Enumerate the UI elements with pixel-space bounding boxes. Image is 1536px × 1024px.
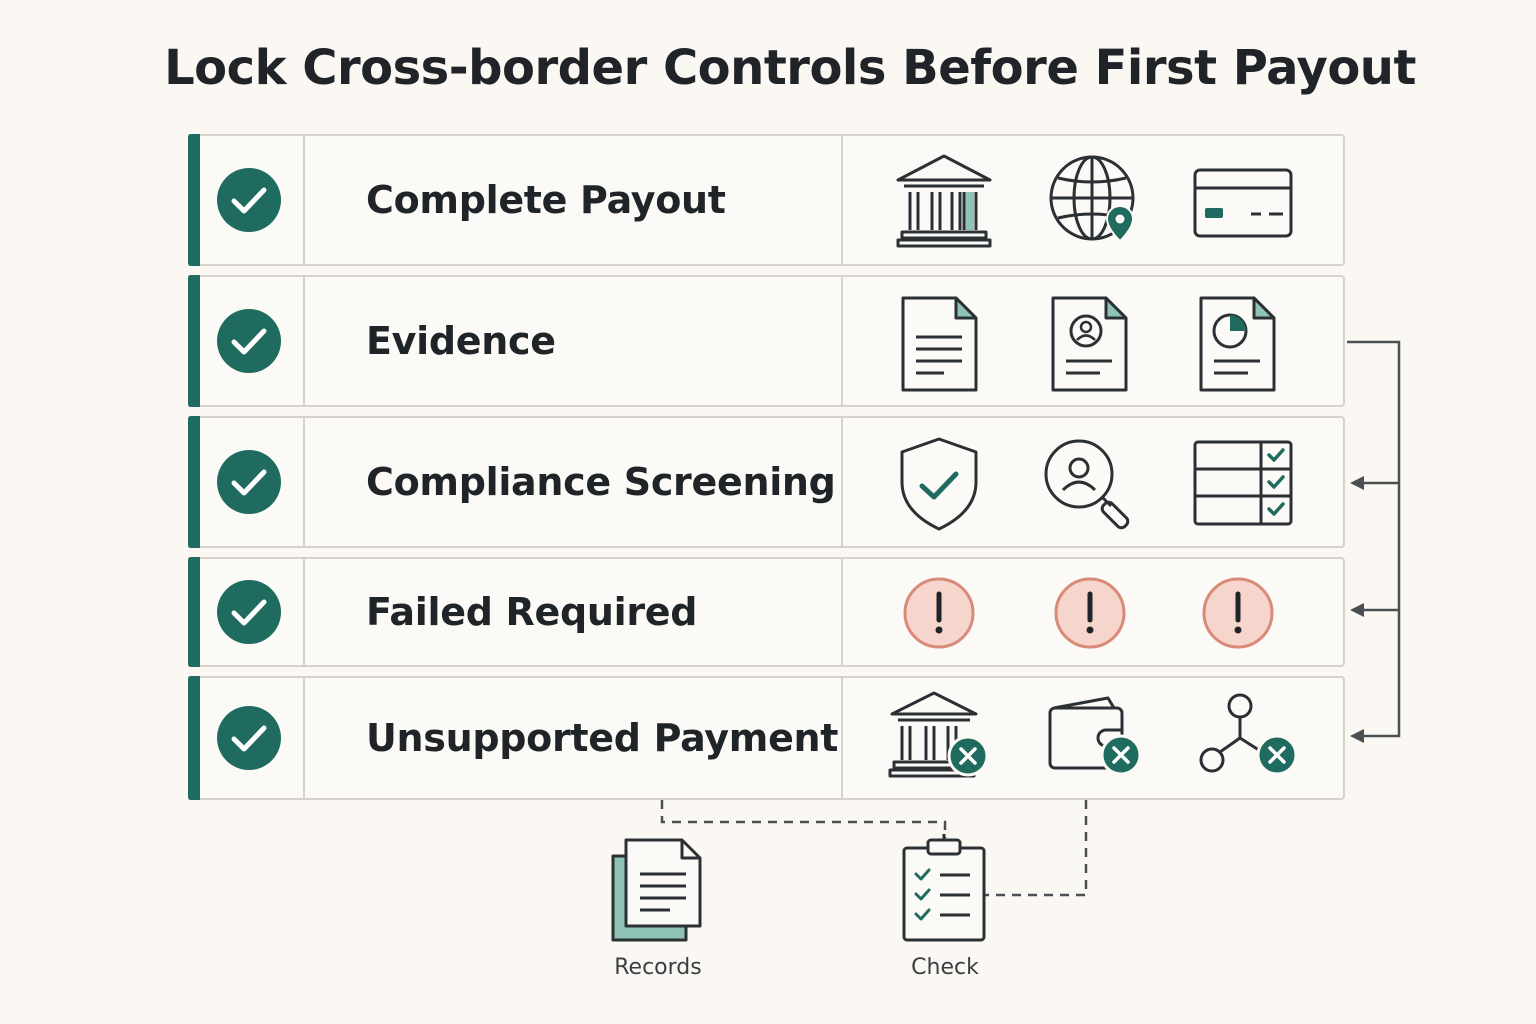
page-title: Lock Cross-border Controls Before First … <box>164 40 1416 96</box>
alert-icon <box>1202 577 1274 649</box>
check-circle-icon <box>217 309 281 373</box>
id-document-icon <box>1051 296 1128 392</box>
arrow-head <box>1350 476 1364 490</box>
row-divider <box>841 559 843 665</box>
dashed-connector <box>985 800 1088 897</box>
check-circle-icon <box>217 706 281 770</box>
person-search-icon <box>1044 439 1130 530</box>
row-accent-bar <box>188 676 200 800</box>
checklist-table-icon <box>1193 440 1293 526</box>
row-accent-bar <box>188 134 200 266</box>
row-divider <box>303 678 305 798</box>
row-divider <box>303 277 305 405</box>
row-label: Compliance Screening <box>366 460 836 504</box>
control-row-compliance-screening: Compliance Screening <box>188 416 1345 548</box>
row-accent-bar <box>188 416 200 548</box>
check-label: Check <box>911 955 979 980</box>
row-label: Evidence <box>366 319 556 363</box>
alert-icon <box>903 577 975 649</box>
check-circle-icon <box>217 168 281 232</box>
alert-icon <box>1054 577 1126 649</box>
clipboard-check-icon <box>902 834 986 942</box>
control-row-unsupported-payment: Unsupported Payment <box>188 676 1345 800</box>
bank-icon <box>896 154 992 248</box>
row-accent-bar <box>188 557 200 667</box>
report-document-icon <box>1199 296 1276 392</box>
check-circle-icon <box>217 580 281 644</box>
shield-check-icon <box>900 437 978 531</box>
document-icon <box>901 296 978 392</box>
control-row-complete-payout: Complete Payout <box>188 134 1345 266</box>
arrow-head <box>1350 729 1364 743</box>
wallet-blocked-icon <box>1048 696 1142 776</box>
bank-blocked-icon <box>888 691 989 778</box>
row-label: Failed Required <box>366 590 698 634</box>
row-label: Complete Payout <box>366 178 726 222</box>
network-blocked-icon <box>1199 693 1298 776</box>
feedback-connector <box>1347 340 1401 738</box>
records-label: Records <box>614 955 702 980</box>
row-divider <box>841 136 843 264</box>
control-row-evidence: Evidence <box>188 275 1345 407</box>
card-icon <box>1193 168 1293 238</box>
row-accent-bar <box>188 275 200 407</box>
row-divider <box>303 418 305 546</box>
dashed-connector <box>660 800 947 838</box>
arrow-head <box>1350 603 1364 617</box>
check-circle-icon <box>217 450 281 514</box>
row-divider <box>303 136 305 264</box>
row-divider <box>303 559 305 665</box>
row-divider <box>841 678 843 798</box>
row-label: Unsupported Payment <box>366 716 839 760</box>
row-divider <box>841 277 843 405</box>
records-icon <box>611 838 702 942</box>
row-divider <box>841 418 843 546</box>
globe-location-icon <box>1049 155 1135 243</box>
control-row-failed-required: Failed Required <box>188 557 1345 667</box>
